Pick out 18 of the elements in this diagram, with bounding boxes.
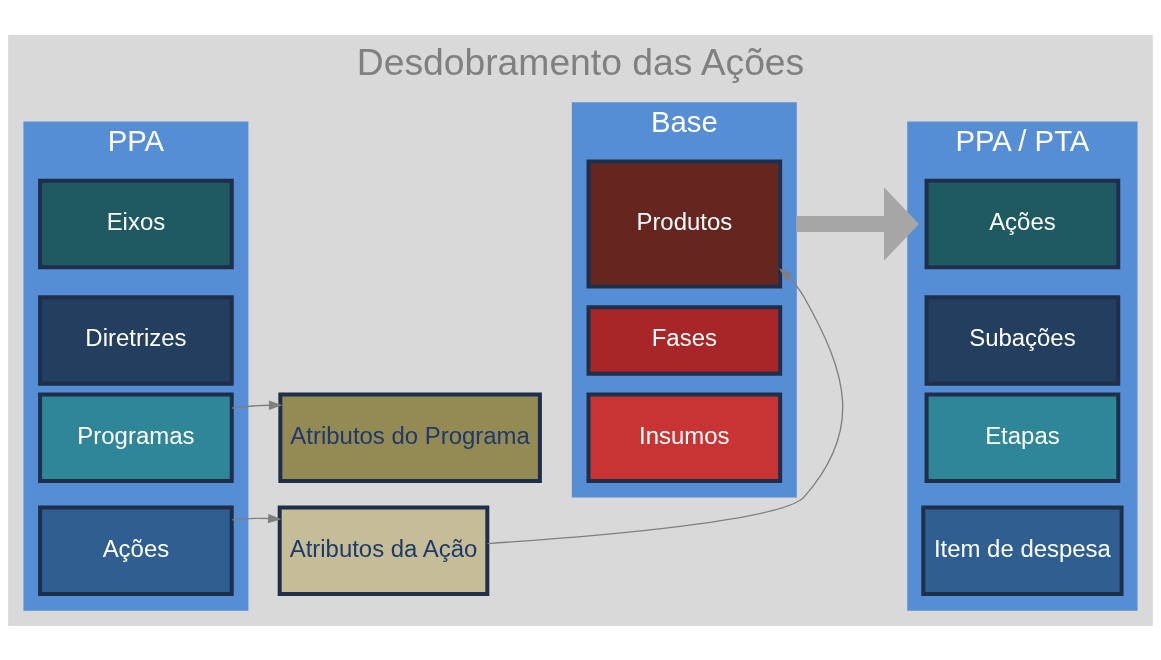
arrow	[231, 400, 283, 410]
node-box: Programas	[38, 391, 234, 483]
node-box: Atributos da Ação	[277, 505, 490, 596]
node-box: Etapas	[924, 391, 1121, 483]
arrow	[231, 513, 282, 523]
arrow	[486, 267, 844, 544]
node-box: Produtos	[586, 158, 783, 289]
node-box: Ações	[924, 178, 1121, 269]
node-box: Ações	[38, 505, 234, 596]
node-box: Eixos	[38, 178, 234, 269]
node-box: Fases	[586, 304, 783, 376]
node-box: Insumos	[586, 391, 783, 483]
node-box: Atributos do Programa	[278, 391, 542, 483]
node-box: Diretrizes	[38, 294, 234, 386]
node-box: Subações	[924, 294, 1121, 386]
arrow	[796, 186, 919, 261]
diagram-title: Desdobramento das Ações	[356, 40, 805, 83]
node-box: Item de despesa	[921, 505, 1124, 596]
